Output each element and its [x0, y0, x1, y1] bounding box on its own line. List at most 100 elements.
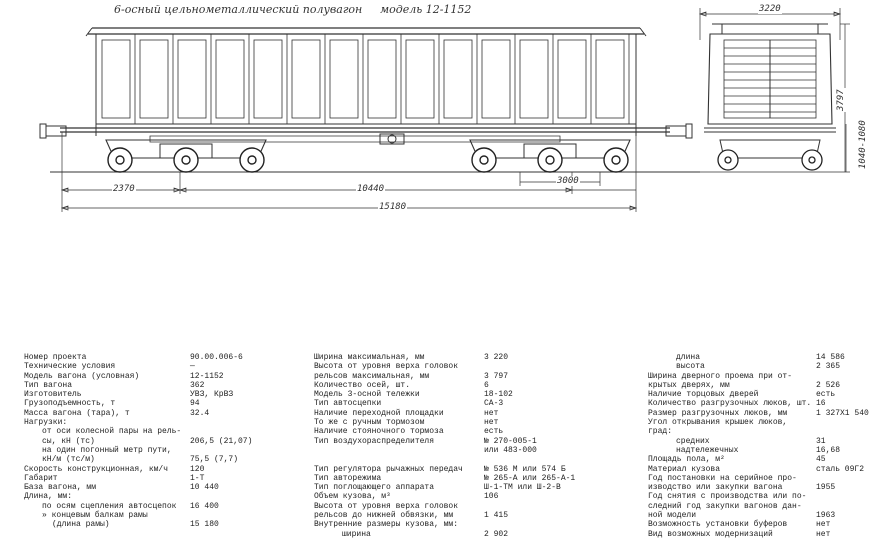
wheel-hub — [181, 155, 191, 165]
side-panel — [253, 39, 283, 119]
spec-label: (длина рамы) — [52, 520, 110, 530]
spec-row: надтележечных 16,68 — [648, 446, 878, 455]
spec-value: 75,5 (7,7) — [190, 455, 239, 465]
spec-value: 90.00.006-6 — [190, 353, 243, 362]
spec-label: Наличие торцовых дверей — [648, 390, 759, 400]
side-panel — [101, 39, 131, 119]
spec-row: (длина рамы) 15 180 — [24, 520, 304, 529]
spec-value: нет — [816, 529, 831, 539]
spec-row: Длина, мм: — [24, 492, 304, 501]
side-panel — [405, 39, 435, 119]
dim-base: 10440 — [356, 184, 386, 194]
wheel-hub — [479, 155, 489, 165]
side-panel — [481, 39, 511, 119]
spec-row: Высота от уровня верха головок — [314, 362, 574, 371]
spec-value: сталь 09Г2 — [816, 464, 865, 474]
wheel-hub — [545, 155, 555, 165]
spec-row: Внутренние размеры кузова, мм: — [314, 520, 574, 529]
spec-label: Ширина дверного проема при от- — [648, 371, 793, 381]
spec-value: 1955 — [816, 483, 836, 493]
dim-bogie-base: 3000 — [556, 176, 580, 186]
side-panel — [177, 39, 207, 119]
side-panel — [557, 39, 587, 119]
spec-value: 14 586 — [816, 353, 845, 362]
wheel-hub — [247, 155, 257, 165]
spec-value: № 270-005-1 — [484, 436, 537, 446]
spec-value: 12-1152 — [190, 371, 224, 381]
spec-value: или 483-000 — [484, 445, 537, 455]
side-panel — [595, 39, 625, 119]
spec-label: Наличие стояночного тормоза — [314, 427, 444, 437]
spec-value: 6 — [484, 380, 489, 390]
spec-label: Тип поглощающего аппарата — [314, 483, 435, 493]
spec-row: Количество разгрузочных люков, шт.16 — [648, 399, 878, 408]
spec-label: Модель 3-осной тележки — [314, 390, 420, 400]
spec-row: Нагрузки: — [24, 418, 304, 427]
spec-row: на один погонный метр пути, — [24, 446, 304, 455]
side-panel — [519, 39, 549, 119]
spec-label: Нагрузки: — [24, 418, 68, 428]
spec-label: Масса вагона (тара), т — [24, 408, 130, 418]
spec-label: Номер проекта — [24, 353, 87, 362]
spec-label: Количество осей, шт. — [314, 380, 411, 390]
spec-label: Тип вагона — [24, 380, 73, 390]
spec-label: по осям сцепления автосцепок — [42, 501, 177, 511]
spec-value: 3 797 — [484, 371, 509, 381]
spec-label: ной модели — [648, 511, 697, 521]
spec-label: сы, кН (тс) — [42, 436, 95, 446]
spec-label: Площадь пола, м² — [648, 455, 725, 465]
spec-value: 10 440 — [190, 483, 219, 493]
dim-height: 3797 — [836, 88, 846, 112]
wheel-hub — [611, 155, 621, 165]
spec-label: Грузоподъемность, т — [24, 399, 116, 409]
spec-value: 15 180 — [190, 520, 219, 530]
spec-value: 2 365 — [816, 362, 841, 372]
spec-value: 3 220 — [484, 353, 509, 362]
spec-row: » концевым балкам рамы — [24, 511, 304, 520]
spec-value: 18-102 — [484, 390, 513, 400]
spec-label: надтележечных — [676, 445, 739, 455]
spec-label: от оси колесной пары на рель- — [42, 427, 182, 437]
spec-label: рельсов максимальная, мм — [314, 371, 430, 381]
spec-label: » концевым балкам рамы — [42, 511, 148, 521]
spec-label: на один погонный метр пути, — [42, 445, 172, 455]
spec-value: 120 — [190, 464, 205, 474]
spec-value: 1-Т — [190, 473, 205, 483]
spec-value: нет — [484, 408, 499, 418]
spec-row: Модель 3-осной тележки 18-102 — [314, 390, 574, 399]
spec-row: Модель вагона (условная)12-1152 — [24, 372, 304, 381]
spec-label: ширина — [342, 529, 371, 539]
spec-label: Тип воздухораспределителя — [314, 436, 435, 446]
spec-label: кН/м (тс/м) — [42, 455, 95, 465]
spec-label: Год постановки на серийное про- — [648, 473, 797, 483]
spec-row: Год постановки на серийное про- — [648, 474, 878, 483]
side-panel — [291, 39, 321, 119]
spec-label: Угол открывания крышек люков, — [648, 418, 788, 428]
dim-overall-length: 15180 — [378, 202, 408, 212]
spec-row: Тип воздухораспределителя № 270-005-1 — [314, 437, 574, 446]
spec-value: 16,68 — [816, 445, 841, 455]
spec-label: Размер разгрузочных люков, мм — [648, 408, 788, 418]
spec-row: от оси колесной пары на рель- — [24, 427, 304, 436]
drawing-title: 6-осный цельнометаллический полувагон — [114, 3, 363, 16]
spec-value: СА-3 — [484, 399, 504, 409]
spec-label: Тип регулятора рычажных передач — [314, 464, 463, 474]
spec-value: 16 — [816, 399, 826, 409]
spec-label: длина — [676, 353, 701, 362]
